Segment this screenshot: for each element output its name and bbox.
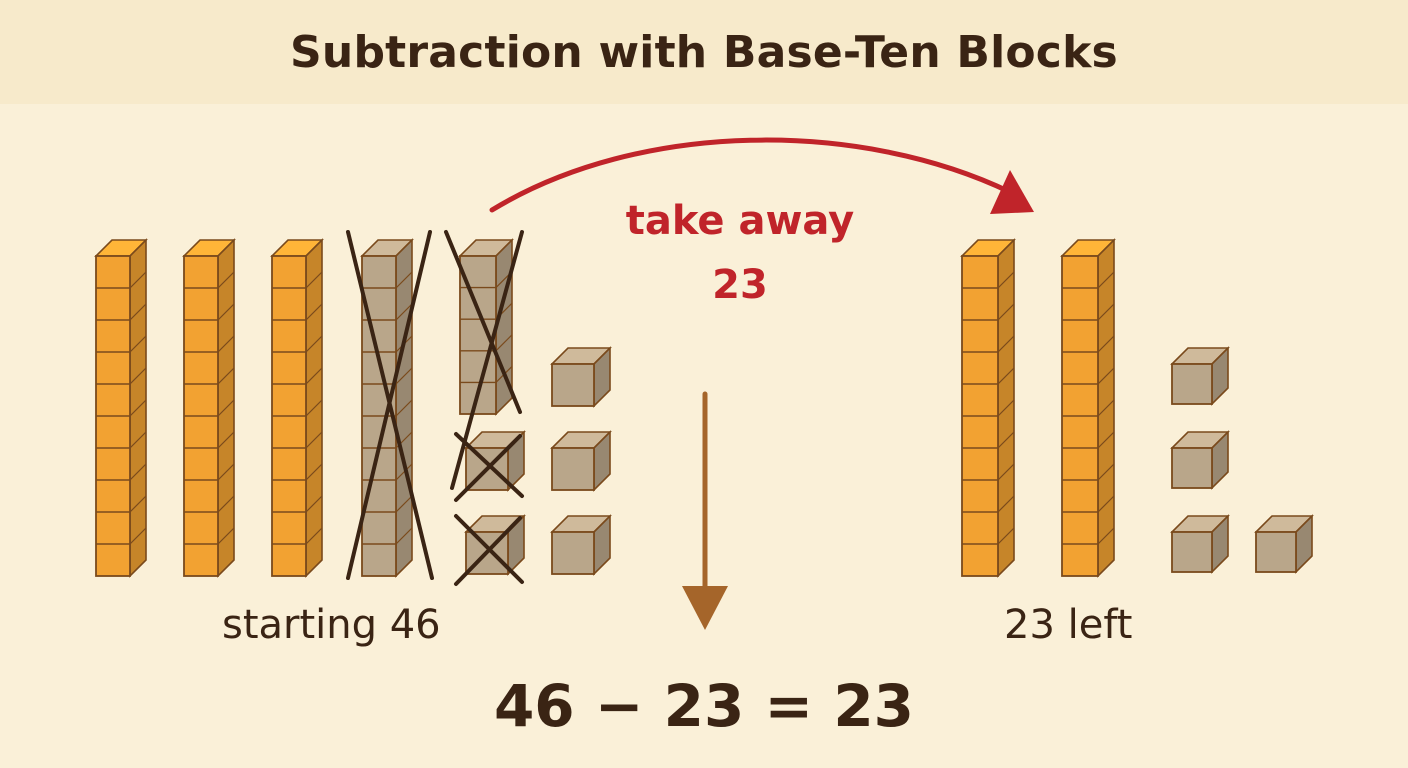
remaining-blocks-group <box>960 238 1314 578</box>
ten-rod <box>960 238 1016 578</box>
cross-mark <box>444 230 524 490</box>
ten-rod <box>1060 238 1116 578</box>
diagram-title: Subtraction with Base-Ten Blocks <box>290 26 1118 78</box>
unit-cube <box>1170 346 1230 406</box>
take-away-arrowhead <box>990 170 1034 214</box>
unit-cube <box>550 430 612 492</box>
cross-mark <box>346 230 434 580</box>
result-down-arrowhead <box>682 586 728 630</box>
unit-cube <box>550 514 612 576</box>
cross-mark <box>454 514 524 586</box>
equation: 46 − 23 = 23 <box>493 672 915 740</box>
cross-mark <box>454 432 524 502</box>
ten-rod <box>270 238 324 578</box>
take-away-label: take away <box>625 198 855 244</box>
ten-rod <box>94 238 148 578</box>
unit-cube <box>550 346 612 408</box>
unit-cube <box>1254 514 1314 574</box>
remaining-label: 23 left <box>1004 602 1133 648</box>
unit-cube <box>1170 430 1230 490</box>
starting-label: starting 46 <box>222 602 441 648</box>
starting-blocks-group <box>94 230 612 586</box>
take-away-amount: 23 <box>712 262 768 308</box>
unit-cube <box>1170 514 1230 574</box>
take-away-arrow <box>489 137 1013 213</box>
ten-rod <box>182 238 236 578</box>
header-bar <box>0 0 1408 104</box>
